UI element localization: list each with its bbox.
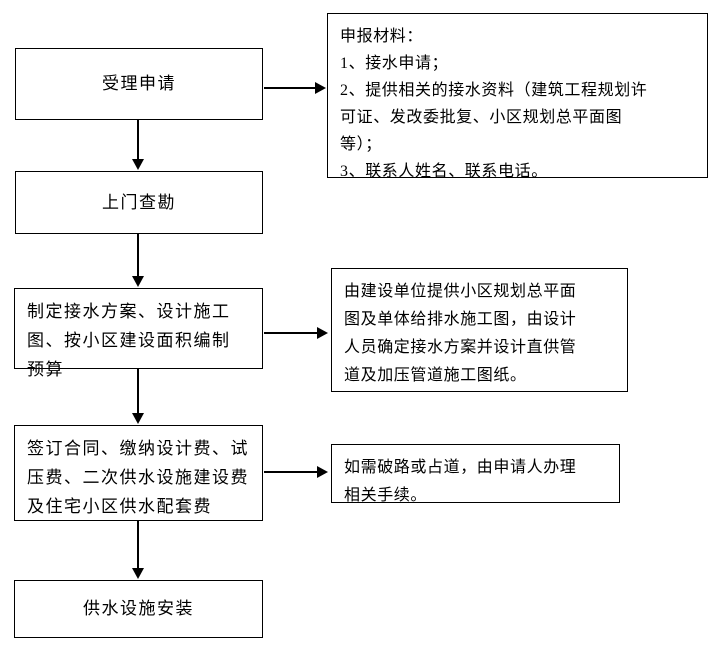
connector-step4-step5-line (137, 521, 139, 569)
connector-step2-step3-arrowhead (132, 276, 144, 287)
process-box-step-3-label: 制定接水方案、设计施工 图、按小区建设面积编制 预算 (27, 302, 231, 379)
connector-step1-note1-line (264, 87, 316, 89)
note-box-application-materials-text: 申报材料： 1、接水申请； 2、提供相关的接水资料（建筑工程规划许 可证、发改委… (340, 28, 648, 180)
connector-step4-note3-line (264, 471, 318, 473)
process-box-step-2-label: 上门查勘 (102, 192, 176, 212)
process-box-step-1[interactable]: 受理申请 (15, 48, 263, 120)
process-box-step-5[interactable]: 供水设施安装 (14, 580, 263, 638)
note-box-design-documents-text: 由建设单位提供小区规划总平面 图及单体给排水施工图，由设计 人员确定接水方案并设… (344, 283, 577, 384)
note-box-road-permit[interactable]: 如需破路或占道，由申请人办理 相关手续。 (331, 444, 620, 504)
connector-step4-step5-arrowhead (132, 568, 144, 579)
process-box-step-4[interactable]: 签订合同、缴纳设计费、试 压费、二次供水设施建设费 及住宅小区供水配套费 (14, 425, 263, 521)
connector-step3-step4-arrowhead (132, 413, 144, 424)
connector-step3-note2-line (264, 332, 318, 334)
note-box-design-documents[interactable]: 由建设单位提供小区规划总平面 图及单体给排水施工图，由设计 人员确定接水方案并设… (331, 268, 628, 392)
process-box-step-5-label: 供水设施安装 (83, 599, 194, 618)
connector-step2-step3-line (137, 234, 139, 277)
connector-step3-step4-line (137, 369, 139, 414)
process-box-step-1-label: 受理申请 (102, 74, 176, 93)
connector-step4-note3-arrowhead (317, 466, 328, 478)
connector-step1-note1-arrowhead (315, 82, 326, 94)
connector-step1-step2-arrowhead (132, 159, 144, 170)
note-box-road-permit-text: 如需破路或占道，由申请人办理 相关手续。 (344, 459, 577, 504)
process-box-step-3[interactable]: 制定接水方案、设计施工 图、按小区建设面积编制 预算 (14, 288, 263, 379)
connector-step3-note2-arrowhead (317, 327, 328, 339)
note-box-application-materials[interactable]: 申报材料： 1、接水申请； 2、提供相关的接水资料（建筑工程规划许 可证、发改委… (327, 13, 708, 180)
process-box-step-2[interactable]: 上门查勘 (15, 171, 263, 234)
connector-step1-step2-line (137, 120, 139, 160)
process-box-step-4-label: 签订合同、缴纳设计费、试 压费、二次供水设施建设费 及住宅小区供水配套费 (27, 439, 249, 516)
